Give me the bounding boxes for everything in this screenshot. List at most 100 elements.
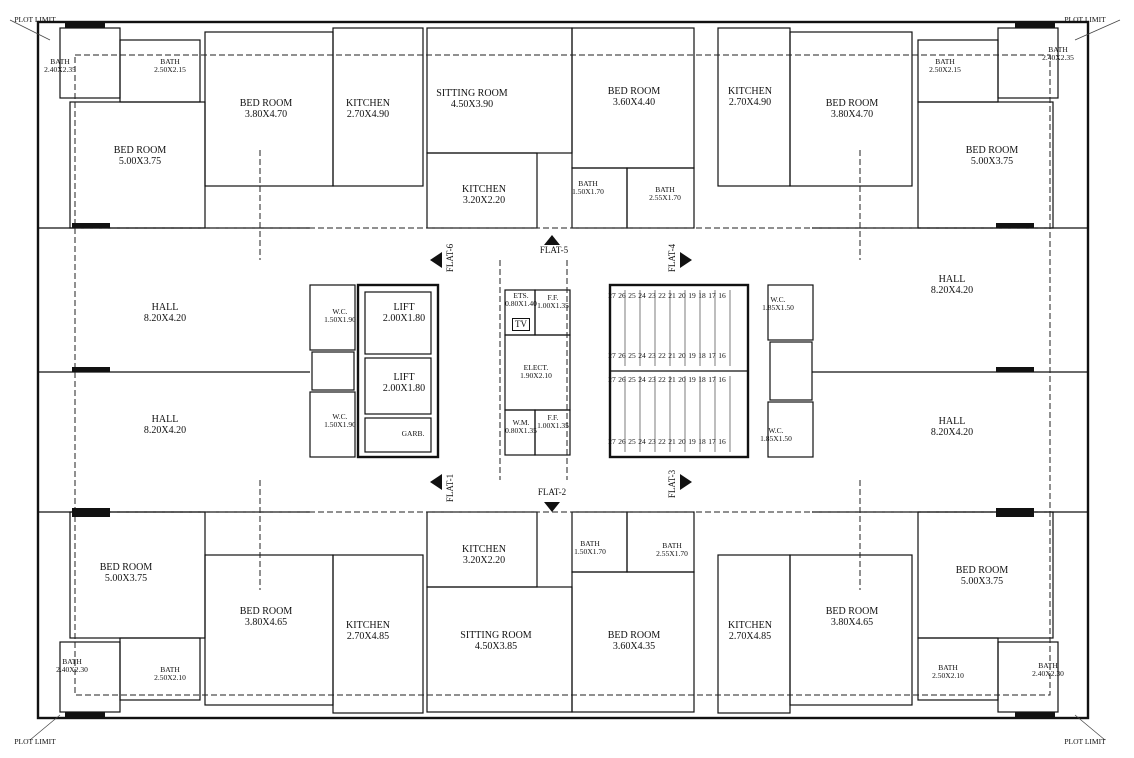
stair-number: 26 [618, 351, 626, 360]
outer-wall [36, 20, 1090, 720]
stair-number: 27 [608, 375, 616, 384]
stair-number: 20 [678, 437, 686, 446]
wall-bot-bed [571, 571, 695, 713]
stair-number: 24 [638, 437, 646, 446]
flat-label-3: FLAT-3 [667, 469, 677, 499]
plot-limit-line-tl [9, 19, 51, 41]
stair-number: 20 [678, 291, 686, 300]
wall-ets [504, 289, 536, 336]
stair-number: 18 [698, 351, 706, 360]
stair-number: 23 [648, 375, 656, 384]
wall-shaft-l [311, 351, 355, 391]
stair-number: 19 [688, 291, 696, 300]
wall-tr-bath2 [997, 27, 1059, 99]
plot-limit-label-bl: PLOT LIMIT [14, 737, 56, 746]
flat-label-2: FLAT-2 [537, 487, 567, 497]
stair-number: 21 [668, 351, 676, 360]
stair-number: 23 [648, 291, 656, 300]
room-elect: ELECT.1.90X2.10 [520, 363, 552, 380]
wall-tl-kitchen [332, 27, 424, 187]
stair-number: 19 [688, 375, 696, 384]
stair-number: 21 [668, 437, 676, 446]
plot-limit-line-tr [1074, 19, 1121, 41]
flat-label-5: FLAT-5 [539, 245, 569, 255]
wall-bl-bath2 [119, 637, 201, 701]
stair-number: 24 [638, 351, 646, 360]
stair-number: 19 [688, 351, 696, 360]
wall-wm [504, 409, 536, 456]
plot-limit-label-tl: PLOT LIMIT [14, 15, 56, 24]
wall-bl-bath1 [59, 641, 121, 713]
wall-wc-r2 [767, 401, 814, 458]
plot-limit-label-tr: PLOT LIMIT [1064, 15, 1106, 24]
wall-lift-core [356, 283, 440, 459]
room-wm: W.M.0.80X1.35 [505, 418, 537, 435]
stair-number: 22 [658, 375, 666, 384]
stair-number: 24 [638, 291, 646, 300]
stair-number: 27 [608, 291, 616, 300]
stair-number: 26 [618, 375, 626, 384]
stair-number: 27 [608, 437, 616, 446]
stair-number: 27 [608, 351, 616, 360]
wall-wc-r1 [767, 284, 814, 341]
stair-number: 16 [718, 291, 726, 300]
stair-number: 20 [678, 351, 686, 360]
stair-number: 20 [678, 375, 686, 384]
wall-tr-bed1 [789, 31, 913, 187]
room-wc-r2: W.C.1.85X1.50 [760, 426, 792, 443]
wall-wc-l1 [309, 284, 356, 351]
stair-number: 23 [648, 351, 656, 360]
stair-number: 17 [708, 437, 716, 446]
wall-lift2 [364, 357, 432, 415]
wall-top-bath1 [571, 167, 628, 229]
stair-number: 25 [628, 437, 636, 446]
stair-number: 17 [708, 375, 716, 384]
wall-lift1 [364, 291, 432, 355]
stair-number: 17 [708, 291, 716, 300]
stair-number: 21 [668, 375, 676, 384]
stair-number: 22 [658, 437, 666, 446]
room-tv: TV [512, 318, 530, 331]
stair-number: 16 [718, 437, 726, 446]
stair-number: 18 [698, 437, 706, 446]
wall-bl-kitchen [332, 554, 424, 714]
flat-arrows [430, 235, 692, 512]
wall-br-bed1 [789, 554, 913, 706]
stair-number: 22 [658, 351, 666, 360]
wall-garb [364, 417, 432, 453]
wall-shaft-r [769, 341, 813, 401]
room-wc-l2: W.C.1.50X1.90 [324, 412, 356, 429]
wall-tl-bed2 [69, 101, 206, 229]
stair-number: 24 [638, 375, 646, 384]
room-ff2: F.F.1.00X1.35 [537, 413, 569, 430]
stair-number: 17 [708, 351, 716, 360]
plot-limit-label-br: PLOT LIMIT [1064, 737, 1106, 746]
